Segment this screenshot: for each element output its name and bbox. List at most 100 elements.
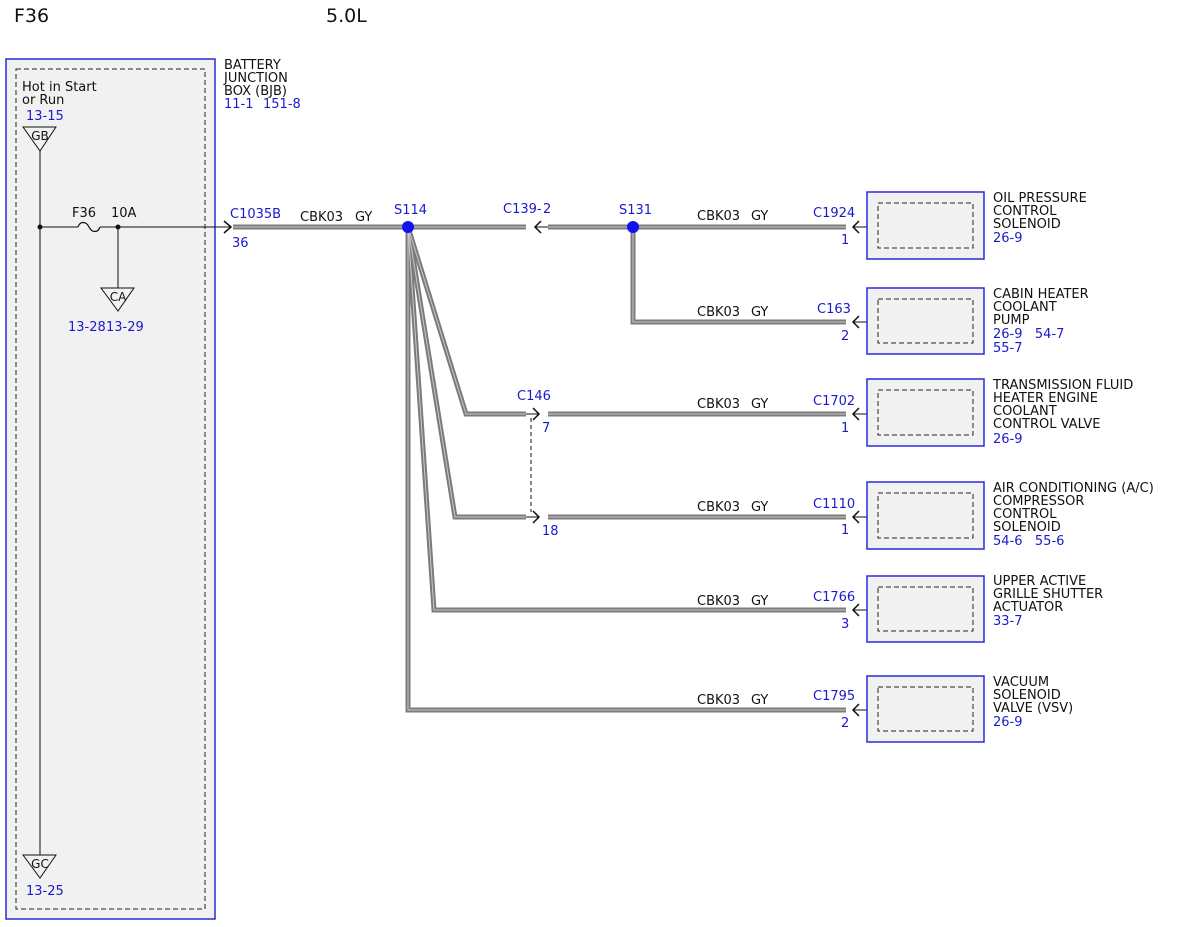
bjb-ref-1[interactable]: 11-1	[224, 97, 254, 112]
component-name-line-3: COOLANT	[993, 404, 1057, 419]
load-wire-circuit: CBK03	[697, 397, 740, 412]
splice-s114-icon[interactable]	[402, 221, 414, 233]
load-transmission-fluid-heater: CBK03 GY C1702 1 TRANSMISSION FLUID HEAT…	[697, 378, 1133, 447]
load-pin: 1	[841, 421, 849, 436]
component-name-line-2: HEATER ENGINE	[993, 391, 1098, 406]
bjb-outline	[5, 58, 216, 920]
hot-label-line-1: Hot in Start	[22, 80, 97, 95]
harness-wires	[233, 224, 846, 713]
component-refs[interactable]: 26-9	[993, 715, 1023, 730]
main-wire-color: GY	[355, 210, 372, 225]
component-refs[interactable]: 26-9	[993, 231, 1023, 246]
c1035b-pin: 36	[232, 236, 249, 251]
ground-gc-icon: GC	[22, 854, 57, 879]
ground-ca-ref-1[interactable]: 13-28	[68, 320, 106, 335]
component-name-line-4: SOLENOID	[993, 520, 1061, 535]
component-name-line-2: COOLANT	[993, 300, 1057, 315]
load-vacuum-solenoid: CBK03 GY C1795 2 VACUUM SOLENOID VALVE (…	[697, 675, 1073, 743]
component-name-line-1: AIR CONDITIONING (A/C)	[993, 481, 1154, 496]
load-wire-circuit: CBK03	[697, 305, 740, 320]
ground-gc-label: GC	[31, 857, 49, 871]
load-cabin-heater: CBK03 GY C163 2 CABIN HEATER COOLANT PUM…	[697, 287, 1089, 356]
load-wire-color: GY	[751, 209, 768, 224]
c1035b-connector-label[interactable]: C1035B	[230, 207, 281, 222]
load-connector-label[interactable]: C1702	[813, 394, 855, 409]
main-wire-circuit: CBK03	[300, 210, 343, 225]
load-wire-circuit: CBK03	[697, 693, 740, 708]
component-name-line-3: CONTROL	[993, 507, 1057, 522]
component-name-line-2: SOLENOID	[993, 688, 1061, 703]
load-pin: 2	[841, 329, 849, 344]
c146-pin-18: 18	[542, 524, 559, 539]
fuse-name: F36	[72, 206, 96, 221]
wire-s114-to-c1795	[405, 227, 846, 713]
ground-gb-label: GB	[31, 129, 49, 143]
component-name-line-1: UPPER ACTIVE	[993, 574, 1086, 589]
load-pin: 3	[841, 617, 849, 632]
engine-label: 5.0L	[326, 5, 367, 27]
load-pin: 1	[841, 523, 849, 538]
c139-connector-label[interactable]: C139-	[503, 202, 542, 217]
component-box[interactable]	[866, 378, 985, 447]
component-name-line-1: VACUUM	[993, 675, 1049, 690]
component-refs-2[interactable]: 55-7	[993, 341, 1023, 356]
component-refs[interactable]: 33-7	[993, 614, 1023, 629]
component-refs[interactable]: 54-6 55-6	[993, 534, 1064, 549]
c146-pin-7: 7	[542, 421, 550, 436]
component-name-line-1: TRANSMISSION FLUID	[992, 378, 1133, 393]
wire-s114-to-c146-pin7	[405, 226, 526, 417]
component-box[interactable]	[866, 191, 985, 260]
load-connector-label[interactable]: C163	[817, 302, 851, 317]
load-wire-color: GY	[751, 397, 768, 412]
load-connector-label[interactable]: C1924	[813, 206, 855, 221]
load-pin: 1	[841, 233, 849, 248]
ground-gc-ref[interactable]: 13-25	[26, 884, 64, 899]
load-wire-color: GY	[751, 500, 768, 515]
bjb-name-line-3: BOX (BJB)	[224, 84, 287, 99]
load-oil-pressure: CBK03 GY C1924 1 OIL PRESSURE CONTROL SO…	[697, 191, 1087, 260]
component-name-line-2: COMPRESSOR	[993, 494, 1084, 509]
c1035b-connector-icon	[223, 220, 233, 234]
splice-s131-label[interactable]: S131	[619, 203, 652, 218]
splice-s131-icon[interactable]	[627, 221, 639, 233]
component-box[interactable]	[866, 287, 985, 355]
ground-ca-ref-2[interactable]: 13-29	[106, 320, 144, 335]
fuse-title: F36	[14, 5, 49, 27]
component-box[interactable]	[866, 675, 985, 743]
load-wire-color: GY	[751, 305, 768, 320]
component-name-line-1: CABIN HEATER	[993, 287, 1089, 302]
harness-wire-highlights	[233, 226, 846, 711]
component-name-line-2: GRILLE SHUTTER	[993, 587, 1103, 602]
component-refs[interactable]: 26-9	[993, 432, 1023, 447]
load-wire-color: GY	[751, 594, 768, 609]
component-refs[interactable]: 26-9 54-7	[993, 327, 1064, 342]
component-box[interactable]	[866, 575, 985, 643]
splice-s114-label[interactable]: S114	[394, 203, 427, 218]
bjb-inner-dashed-box	[15, 68, 206, 910]
load-grille-shutter: CBK03 GY C1766 3 UPPER ACTIVE GRILLE SHU…	[697, 574, 1103, 643]
component-name-line-3: SOLENOID	[993, 217, 1061, 232]
ground-gb-icon: GB	[22, 126, 57, 152]
ground-ca-label: CA	[110, 290, 127, 304]
load-wire-circuit: CBK03	[697, 594, 740, 609]
load-connector-label[interactable]: C1795	[813, 689, 855, 704]
bjb-ref-2[interactable]: 151-8	[263, 97, 301, 112]
load-ac-compressor: CBK03 GY C1110 1 AIR CONDITIONING (A/C) …	[697, 481, 1154, 550]
load-wire-color: GY	[751, 693, 768, 708]
component-box[interactable]	[866, 481, 985, 550]
bjb-name-line-1: BATTERY	[224, 58, 281, 73]
top-ground-ref[interactable]: 13-15	[26, 109, 64, 124]
battery-junction-box: BATTERY JUNCTION BOX (BJB) 11-1 151-8 Ho…	[5, 58, 301, 920]
c146-connector-label[interactable]: C146	[517, 389, 551, 404]
component-name-line-3: PUMP	[993, 313, 1030, 328]
ground-ca-icon: CA	[100, 287, 135, 312]
hot-label-line-2: or Run	[22, 93, 64, 108]
bjb-name-line-2: JUNCTION	[223, 71, 288, 86]
component-name-line-3: ACTUATOR	[993, 600, 1063, 615]
load-connector-label[interactable]: C1766	[813, 590, 855, 605]
component-name-line-3: VALVE (VSV)	[993, 701, 1073, 716]
component-name-line-4: CONTROL VALVE	[993, 417, 1101, 432]
load-connector-label[interactable]: C1110	[813, 497, 855, 512]
fuse-rating: 10A	[111, 206, 137, 221]
